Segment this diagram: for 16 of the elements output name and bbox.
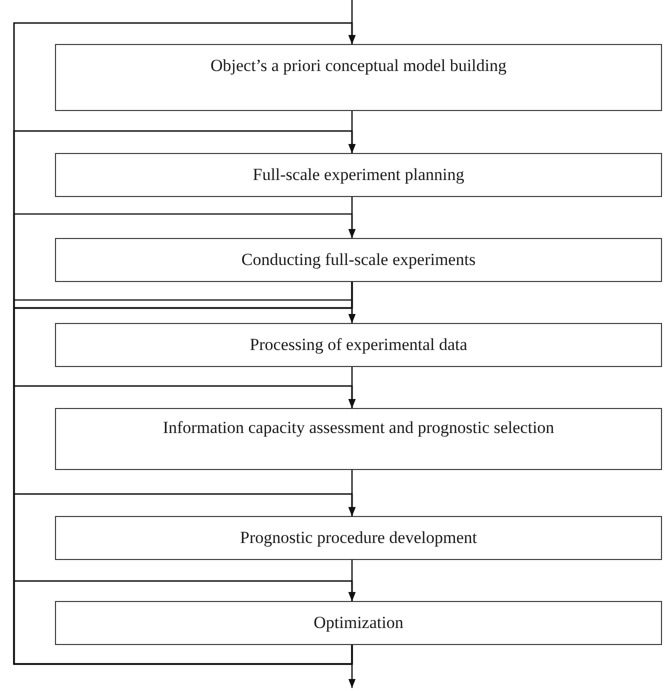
process-box xyxy=(55,323,662,367)
arrow xyxy=(13,130,356,309)
arrow xyxy=(13,282,356,601)
process-box xyxy=(55,516,662,560)
process-box xyxy=(55,153,662,197)
step-label: Prognostic procedure development xyxy=(240,527,477,549)
step-label: Optimization xyxy=(314,612,404,634)
process-box xyxy=(55,44,662,111)
process-box xyxy=(55,238,662,282)
step-label: Processing of experimental data xyxy=(250,334,468,356)
step-label: Information capacity assessment and prognostic selection xyxy=(162,417,554,438)
step-label: Object’s a priori conceptual model building xyxy=(210,55,506,76)
step-label: Conducting full-scale experiments xyxy=(241,249,476,271)
process-box xyxy=(55,601,662,645)
process-box xyxy=(55,408,662,470)
step-label: Full-scale experiment planning xyxy=(252,164,464,186)
